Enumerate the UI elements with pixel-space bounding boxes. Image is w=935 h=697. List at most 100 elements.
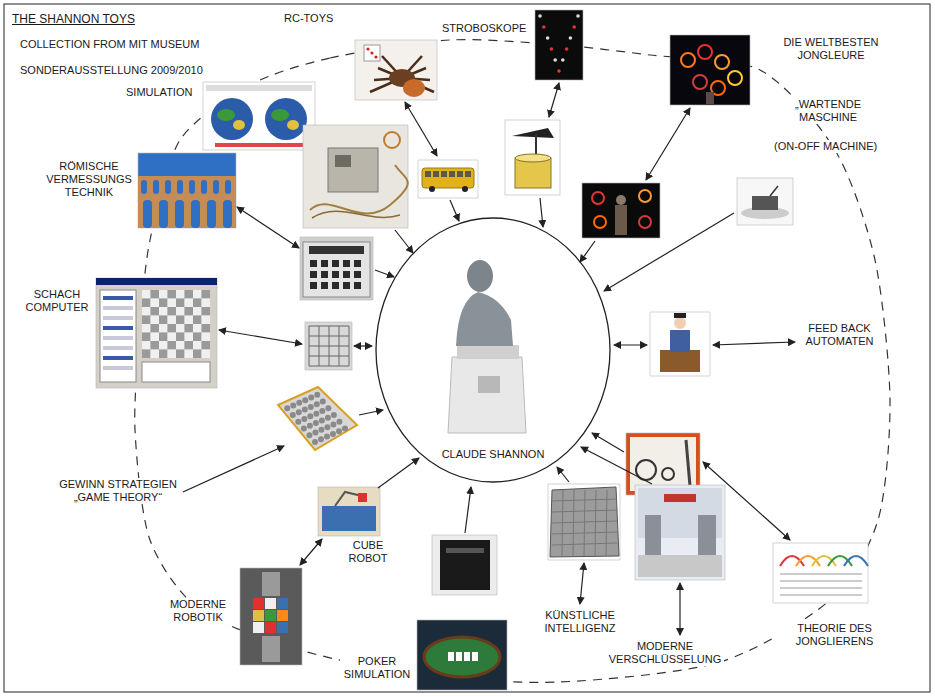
chess-square: [202, 333, 211, 342]
photo-detail: [464, 652, 470, 661]
cube-facet: [277, 610, 288, 621]
chess-square: [193, 299, 202, 308]
photo-detail: [686, 440, 690, 486]
photo-detail: [153, 180, 159, 194]
photo-detail: [616, 195, 626, 205]
photo-detail: [309, 246, 364, 254]
photo-detail: [103, 336, 133, 340]
photo-detail: [557, 69, 561, 73]
strobe-device-photo: [505, 120, 560, 195]
title-slot: THE SHANNON TOYS: [10, 12, 137, 27]
photo-detail: [343, 271, 350, 278]
photo-detail: [595, 490, 596, 556]
hex-cell: [319, 417, 325, 423]
photo-detail: [332, 282, 339, 289]
photo-ground: [318, 487, 380, 536]
toy-bus-photo: [418, 160, 478, 198]
handwritten-label: COLLECTION FROM MIT MUSEUM: [18, 38, 201, 51]
chess-square: [159, 290, 168, 299]
photo-detail: [592, 192, 604, 204]
photo-detail: [780, 595, 862, 596]
on-off-machine-photo: [737, 178, 793, 225]
chess-square: [142, 299, 151, 308]
label-slot: STROBOSKOPE: [440, 22, 528, 35]
photo-detail: [448, 652, 454, 661]
photo-ground: [355, 40, 437, 100]
chess-square: [151, 290, 160, 299]
chess-square: [185, 290, 194, 299]
chess-square: [202, 341, 211, 350]
label-slot: SCHACH COMPUTER: [22, 288, 92, 314]
hex-cell: [295, 419, 301, 425]
photo-detail: [433, 171, 439, 177]
hex-cell: [336, 419, 342, 425]
hex-cell: [301, 425, 307, 431]
handwritten-label: RÖMISCHE VERMESSUNGS TECHNIK: [44, 160, 134, 199]
photo-ground: [203, 82, 315, 150]
photo-detail: [310, 260, 317, 267]
photo-ground: [417, 620, 507, 690]
leader-arrow: [359, 410, 383, 415]
photo-detail: [262, 636, 280, 662]
handwritten-label: KÜNSTLICHE INTELLIGENZ: [532, 609, 628, 635]
photo-detail: [456, 292, 513, 346]
photo-ground: [418, 160, 478, 198]
photo-detail: [512, 128, 554, 138]
photo-detail: [287, 120, 299, 130]
photo-detail: [309, 346, 349, 347]
hex-cell: [324, 424, 330, 430]
cube-facet: [265, 622, 276, 633]
leader-arrow: [549, 83, 559, 117]
hex-cell: [302, 397, 308, 403]
photo-detail: [217, 109, 235, 121]
photo-ground: [773, 543, 868, 603]
photo-detail: [343, 282, 350, 289]
photo-detail: [552, 532, 617, 534]
chess-computer-screenshot: [96, 278, 217, 388]
photo-detail: [339, 326, 340, 366]
chess-square: [159, 333, 168, 342]
photo-detail: [440, 540, 490, 590]
chess-square: [176, 307, 185, 316]
photo-detail: [328, 148, 378, 192]
chess-square: [159, 324, 168, 333]
photo-detail: [552, 543, 617, 545]
chess-square: [168, 341, 177, 350]
photo-ground: [138, 153, 236, 228]
photo-detail: [201, 180, 207, 194]
photo-detail: [321, 260, 328, 267]
hex-cell: [330, 431, 336, 437]
leader-arrow: [679, 583, 680, 635]
photo-detail: [175, 200, 184, 228]
photo-detail: [565, 47, 569, 51]
photo-detail: [572, 25, 576, 29]
hex-cell: [307, 413, 313, 419]
photo-detail: [354, 271, 361, 278]
hex-cell: [318, 436, 324, 442]
leader-arrow: [703, 462, 790, 540]
photo-detail: [639, 190, 651, 202]
handwritten-label: (ON-OFF MACHINE): [772, 140, 879, 153]
hex-cell: [336, 428, 342, 434]
photo-detail: [143, 200, 152, 228]
hex-cell: [296, 400, 302, 406]
photo-detail: [441, 171, 447, 177]
chess-square: [151, 341, 160, 350]
chess-square: [159, 307, 168, 316]
photo-detail: [165, 180, 171, 194]
photo-detail: [103, 316, 133, 320]
chess-square: [193, 316, 202, 325]
photo-detail: [189, 180, 195, 194]
photo-detail: [100, 290, 136, 382]
label-slot: RÖMISCHE VERMESSUNGS TECHNIK: [44, 160, 134, 199]
photo-detail: [674, 313, 686, 318]
photo-detail: [550, 487, 619, 557]
photo-detail: [233, 120, 245, 130]
label-slot: SIMULATION: [124, 86, 194, 99]
photo-detail: [335, 155, 351, 167]
photo-detail: [103, 296, 133, 300]
photo-detail: [159, 200, 168, 228]
hex-cell: [296, 409, 302, 415]
photo-ground: [535, 10, 583, 80]
